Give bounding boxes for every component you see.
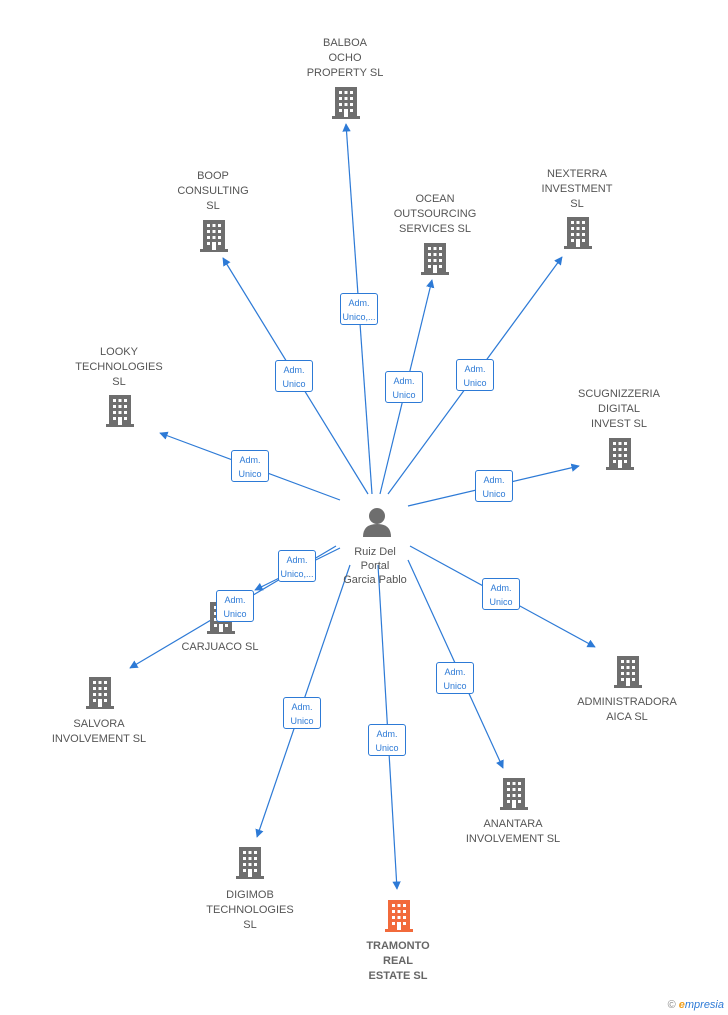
node-label-nexterra[interactable]: NEXTERRA INVESTMENT SL [541,168,613,210]
building-icon-balboa[interactable] [332,87,360,119]
edge-label-digimob[interactable]: Adm. Unico [283,697,321,729]
edge-label-balboa[interactable]: Adm. Unico,... [340,293,378,325]
node-label-digimob[interactable]: DIGIMOB TECHNOLOGIES SL [206,889,294,931]
building-icon-looky[interactable] [106,395,134,427]
node-label-looky[interactable]: LOOKY TECHNOLOGIES SL [75,346,163,388]
building-icon-scugnizzeria[interactable] [606,438,634,470]
building-icon-tramonto[interactable] [385,900,413,932]
center-person-label[interactable]: Ruiz Del Portal Garcia Pablo [343,546,407,586]
node-label-tramonto[interactable]: TRAMONTO REAL ESTATE SL [366,940,430,982]
building-icon-salvora[interactable] [86,677,114,709]
node-label-anantara[interactable]: ANANTARA INVOLVEMENT SL [465,818,561,845]
building-icon-anantara[interactable] [500,778,528,810]
edge-label-tramonto[interactable]: Adm. Unico [368,724,406,756]
building-icon-boop[interactable] [200,220,228,252]
building-icon-ocean[interactable] [421,243,449,275]
node-label-carjuaco[interactable]: CARJUACO SL [181,641,259,653]
building-icon-digimob[interactable] [236,847,264,879]
node-label-salvora[interactable]: SALVORA INVOLVEMENT SL [51,718,147,745]
node-label-scugnizzeria[interactable]: SCUGNIZZERIA DIGITAL INVEST SL [578,388,660,430]
node-label-administradora[interactable]: ADMINISTRADORA AICA SL [577,696,677,723]
copyright-icon: © [667,999,676,1011]
edge-label-looky[interactable]: Adm. Unico [231,450,269,482]
node-label-boop[interactable]: BOOP CONSULTING SL [177,170,249,212]
edge-label-administradora[interactable]: Adm. Unico [482,578,520,610]
building-icon-nexterra[interactable] [564,217,592,249]
footer-brand: ©empresia [668,999,724,1011]
brand-initial: e [678,999,685,1011]
edge-label-salvora[interactable]: Adm. Unico [216,590,254,622]
edge-label-nexterra[interactable]: Adm. Unico [456,359,494,391]
edge-label-carjuaco[interactable]: Adm. Unico,... [278,550,316,582]
edge-label-ocean[interactable]: Adm. Unico [385,371,423,403]
person-icon [363,508,391,537]
node-label-ocean[interactable]: OCEAN OUTSOURCING SERVICES SL [393,193,477,235]
building-icon-administradora[interactable] [614,656,642,688]
node-label-balboa[interactable]: BALBOA OCHO PROPERTY SL [306,37,384,79]
brand-name: mpresia [684,999,724,1011]
edge-label-boop[interactable]: Adm. Unico [275,360,313,392]
edge-label-anantara[interactable]: Adm. Unico [436,662,474,694]
edge-label-scugnizzeria[interactable]: Adm. Unico [475,470,513,502]
